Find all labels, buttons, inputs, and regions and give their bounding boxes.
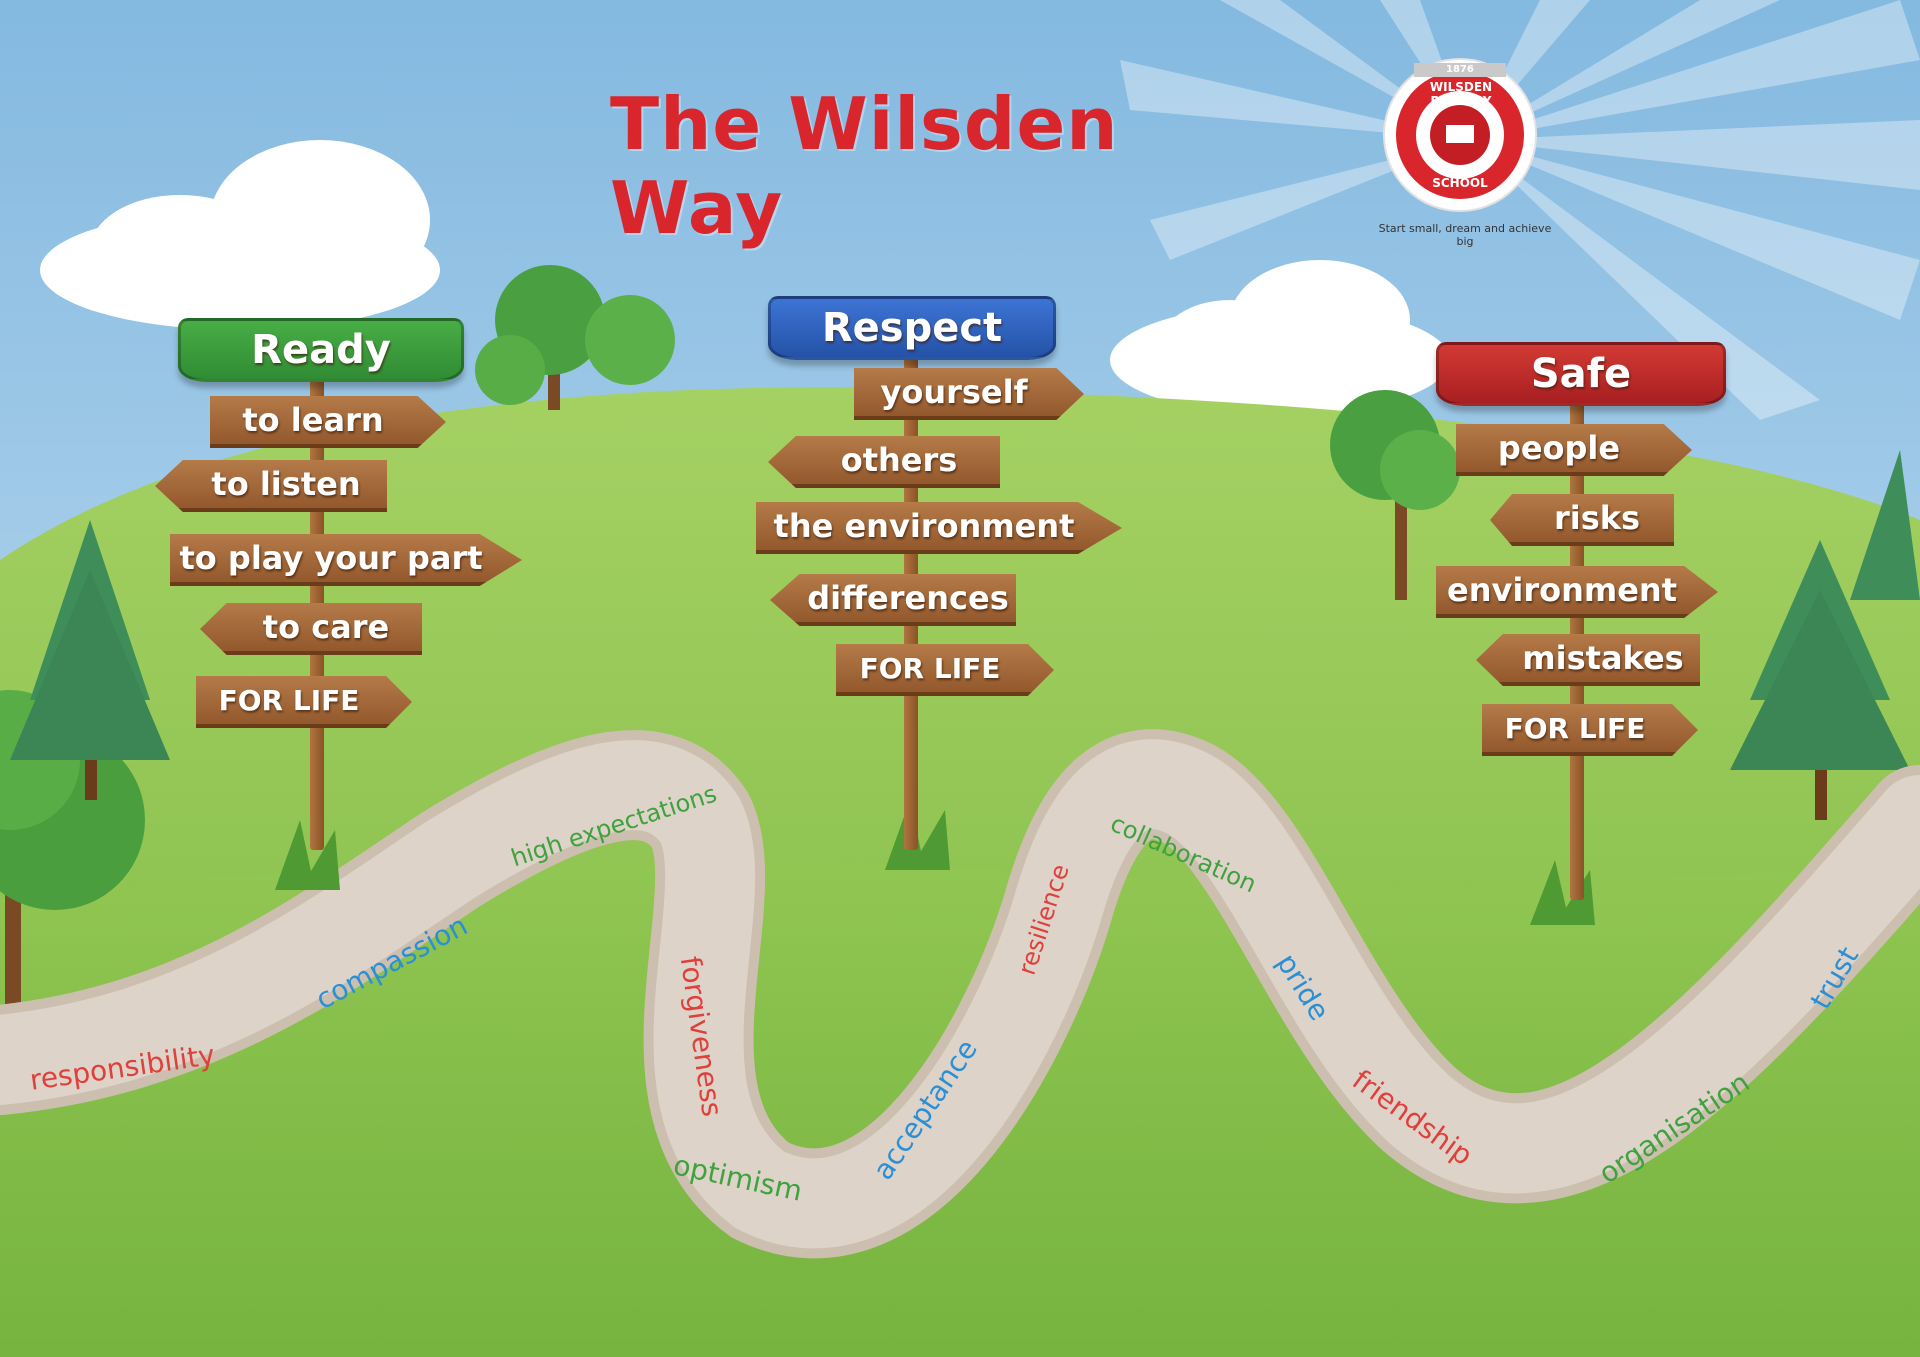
safe-item-3-label: environment	[1447, 571, 1677, 609]
respect-heading-sign: Respect	[768, 296, 1056, 360]
logo-name-top: WILSDEN PRIMARY	[1429, 80, 1493, 108]
respect-item-1-label: yourself	[880, 373, 1028, 411]
respect-item-2-label: others	[840, 441, 958, 479]
respect-item-4-label: differences	[807, 579, 1009, 617]
ready-item-3: to play your part	[170, 534, 522, 586]
safe-item-4: mistakes	[1476, 634, 1700, 686]
page-title: The Wilsden Way	[610, 82, 1119, 250]
safe-item-1-label: people	[1497, 429, 1621, 467]
ready-heading-sign: Ready	[178, 318, 464, 382]
ready-item-4-label: to care	[262, 608, 390, 646]
respect-heading: Respect	[821, 305, 1003, 351]
respect-item-3: the environment	[756, 502, 1122, 554]
ready-item-4: to care	[200, 603, 422, 655]
respect-item-1: yourself	[854, 368, 1084, 420]
respect-item-5: FOR LIFE	[836, 644, 1054, 696]
ready-item-3-label: to play your part	[179, 539, 483, 577]
safe-item-1: people	[1456, 424, 1692, 476]
safe-heading: Safe	[1530, 351, 1632, 397]
logo-motto: Start small, dream and achieve big	[1378, 222, 1552, 248]
safe-item-3: environment	[1436, 566, 1718, 618]
ready-item-2: to listen	[155, 460, 387, 512]
safe-item-5-label: FOR LIFE	[1504, 711, 1646, 745]
safe-item-2: risks	[1490, 494, 1674, 546]
safe-item-2-label: risks	[1553, 499, 1641, 537]
respect-item-5-label: FOR LIFE	[859, 651, 1001, 685]
ready-item-5-label: FOR LIFE	[218, 683, 360, 717]
respect-item-4: differences	[770, 574, 1016, 626]
logo-year: 1876	[1446, 64, 1474, 75]
trees	[0, 265, 1920, 1020]
safe-heading-sign: Safe	[1436, 342, 1726, 406]
ready-heading: Ready	[251, 327, 391, 373]
ready-item-2-label: to listen	[211, 465, 361, 503]
safe-item-5: FOR LIFE	[1482, 704, 1698, 756]
respect-item-2: others	[768, 436, 1000, 488]
ready-item-1-label: to learn	[242, 401, 384, 439]
school-logo	[1383, 58, 1537, 212]
clouds	[40, 140, 1450, 415]
logo-name-bottom: SCHOOL	[1432, 176, 1488, 190]
respect-item-3-label: the environment	[773, 507, 1075, 545]
ready-item-5: FOR LIFE	[196, 676, 412, 728]
safe-item-4-label: mistakes	[1522, 639, 1684, 677]
ready-item-1: to learn	[210, 396, 446, 448]
